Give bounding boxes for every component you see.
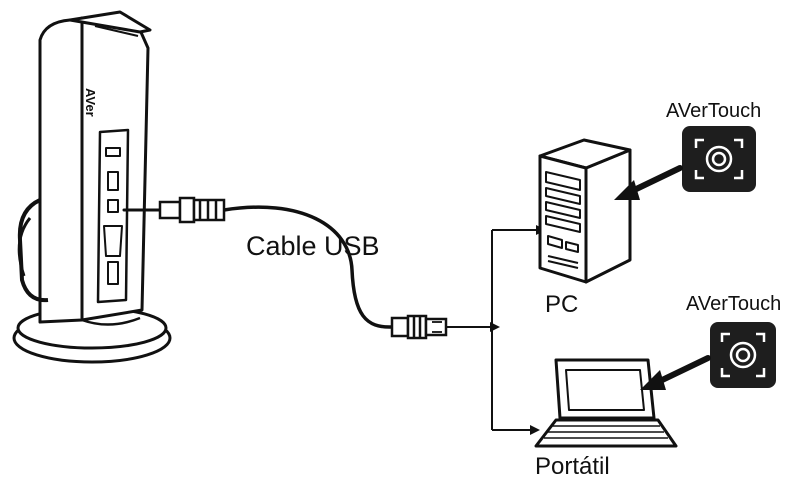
avertouch-app-icon xyxy=(682,126,756,192)
usb-plug-icon xyxy=(158,196,226,224)
desktop-pc-icon xyxy=(538,138,632,284)
avertouch-label-bottom: AVerTouch xyxy=(686,293,782,315)
install-arrow xyxy=(614,165,683,200)
laptop-icon xyxy=(534,358,678,448)
install-arrow xyxy=(640,355,711,390)
avertouch-label-top: AVerTouch xyxy=(666,100,762,122)
brand-logo: AVer xyxy=(83,88,98,117)
usb-cable xyxy=(122,205,500,332)
cable-usb-label: Cable USB xyxy=(246,231,380,261)
connection-bracket xyxy=(491,225,546,435)
document-camera-icon: AVer xyxy=(12,10,172,364)
usb-plug-icon xyxy=(390,314,448,340)
pc-label: PC xyxy=(545,291,579,318)
avertouch-app-icon xyxy=(710,322,776,388)
laptop-label: Portátil xyxy=(535,453,610,480)
